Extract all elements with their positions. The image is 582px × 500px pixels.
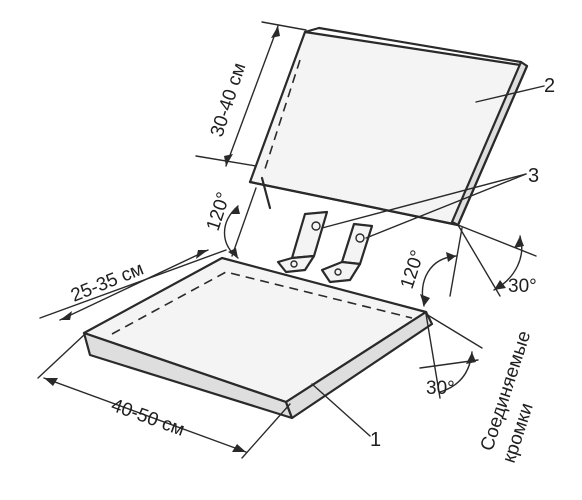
angle-back-30	[457, 224, 537, 297]
front-bevel-angle-label: 30°	[426, 378, 455, 399]
back-bevel-angle-label: 30°	[508, 276, 537, 297]
angle-left-120	[223, 187, 257, 259]
bracket-left	[276, 210, 329, 274]
right-angle-label: 120°	[397, 248, 429, 292]
angle-front-30	[419, 313, 483, 399]
seat-width-label: 40-50 см	[108, 395, 187, 441]
bracket-right	[320, 222, 374, 284]
dimension-seat-depth	[39, 249, 227, 321]
left-angle-label: 120°	[203, 190, 235, 234]
seat-panel	[82, 256, 434, 420]
backrest-panel	[248, 26, 529, 227]
part-2-number: 2	[544, 75, 555, 97]
part-3-number: 3	[528, 165, 539, 187]
angle-right-120	[420, 227, 463, 307]
dimension-seat-width	[37, 334, 291, 459]
back-height-label: 30-40 см	[207, 60, 251, 139]
dimension-back-height	[195, 21, 307, 167]
leader-lines	[311, 85, 545, 437]
seat-depth-label: 25-35 см	[68, 259, 147, 307]
part-1-number: 1	[370, 429, 381, 451]
